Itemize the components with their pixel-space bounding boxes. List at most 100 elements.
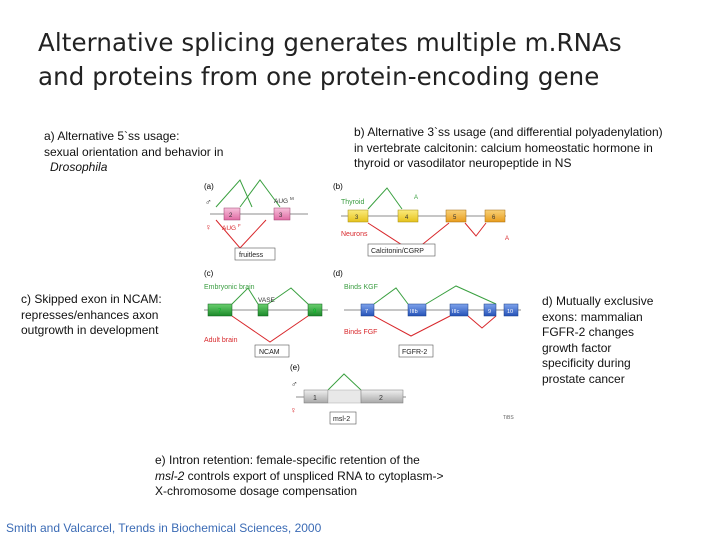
exon-vase bbox=[257, 303, 269, 317]
exon-4 bbox=[397, 209, 419, 223]
exon-iiic bbox=[449, 303, 469, 317]
female-symbol-icon: ♀ bbox=[290, 405, 297, 415]
caption-c-line: outgrowth in development bbox=[21, 323, 159, 337]
exon-label: 9 bbox=[313, 309, 317, 315]
exon-label: 4 bbox=[405, 215, 409, 221]
caption-d-line: FGFR-2 changes bbox=[542, 325, 635, 339]
exon-label: 1 bbox=[313, 395, 317, 402]
panel-c-tag: (c) bbox=[204, 269, 214, 278]
male-splice-path bbox=[215, 179, 253, 208]
caption-d-line: prostate cancer bbox=[542, 371, 625, 386]
kgf-splice-path bbox=[425, 285, 497, 305]
caption-a: a) Alternative 5`ss usage: sexual orient… bbox=[44, 129, 294, 176]
exon-label: 7 bbox=[365, 309, 368, 315]
aug-m-sup: M bbox=[290, 196, 294, 201]
exon-label: 9 bbox=[488, 309, 491, 315]
journal-mark: TiBS bbox=[503, 415, 514, 421]
exon-label: 3 bbox=[279, 213, 283, 219]
tissue-thyroid: Thyroid bbox=[341, 199, 364, 206]
male-splice-path bbox=[239, 179, 281, 208]
exon-label: IIIc bbox=[452, 309, 460, 315]
gene-box-ncam bbox=[254, 344, 290, 358]
caption-d-line: specificity during bbox=[542, 356, 631, 370]
gene-box-msl2 bbox=[329, 411, 357, 425]
aug-f-sup: F bbox=[238, 223, 241, 228]
panel-a: (a) ♂ ♀ 2 3 AUG M AUG F fruitless bbox=[204, 179, 308, 261]
panel-d-tag: (d) bbox=[333, 269, 343, 278]
exon-6 bbox=[484, 209, 506, 223]
citation: Smith and Valcarcel, Trends in Biochemic… bbox=[6, 521, 322, 535]
caption-b-line: in vertebrate calcitonin: calcium homeos… bbox=[354, 140, 653, 155]
caption-b: b) Alternative 3`ss usage (and different… bbox=[354, 125, 720, 172]
title-line-2: and proteins from one protein-encoding g… bbox=[38, 62, 600, 91]
exon-2 bbox=[223, 207, 241, 221]
tissue-adult-brain: Adult brain bbox=[204, 337, 238, 344]
exon-label: 7 bbox=[218, 309, 222, 315]
aug-f-label: AUG bbox=[222, 225, 236, 232]
exon-label: 2 bbox=[379, 395, 383, 402]
polya-site-thyroid: A bbox=[414, 195, 418, 201]
caption-c-line: represses/enhances axon bbox=[21, 307, 159, 322]
caption-b-line: thyroid or vasodilator neuropeptide in N… bbox=[354, 156, 572, 170]
caption-b-line: b) Alternative 3`ss usage (and different… bbox=[354, 125, 663, 139]
caption-d-line: growth factor bbox=[542, 340, 612, 355]
male-splice-path bbox=[327, 373, 362, 391]
exon-label: IIIb bbox=[410, 309, 418, 315]
gene-name-fruitless: fruitless bbox=[239, 252, 264, 259]
exon-label: 3 bbox=[355, 215, 359, 221]
caption-d-line: d) Mutually exclusive bbox=[542, 294, 654, 308]
gene-name-fgfr2: FGFR-2 bbox=[402, 349, 427, 356]
aug-m-label: AUG bbox=[274, 198, 288, 205]
male-symbol-icon: ♂ bbox=[205, 197, 212, 207]
caption-e-text: controls export of unspliced RNA to cyto… bbox=[184, 468, 444, 483]
slide-title: Alternative splicing generates multiple … bbox=[38, 26, 698, 94]
caption-e-line: msl-2 controls export of unspliced RNA t… bbox=[155, 469, 535, 485]
binds-fgf: Binds FGF bbox=[344, 329, 377, 336]
tissue-embryonic-brain: Embryonic brain bbox=[204, 284, 255, 291]
kgf-splice-path bbox=[373, 287, 409, 305]
caption-e-gene: msl-2 bbox=[155, 468, 185, 483]
exon-9 bbox=[307, 303, 323, 317]
caption-a-species: Drosophila bbox=[50, 160, 108, 174]
exon-10 bbox=[503, 303, 519, 317]
exon-5 bbox=[445, 209, 467, 223]
gene-name-msl2: msl-2 bbox=[333, 416, 350, 423]
embryonic-splice-path bbox=[267, 287, 309, 305]
panel-a-tag: (a) bbox=[204, 182, 214, 191]
exon-7 bbox=[360, 303, 375, 317]
gene-name-ncam: NCAM bbox=[259, 349, 280, 356]
polya-site-neurons: A bbox=[505, 236, 509, 242]
fgf-splice-path bbox=[373, 315, 451, 337]
female-symbol-icon: ♀ bbox=[205, 222, 212, 232]
neuron-splice-path bbox=[464, 222, 487, 237]
exon-label: 6 bbox=[492, 215, 496, 221]
vase-label: VASE bbox=[258, 297, 276, 304]
fgf-splice-path bbox=[467, 315, 497, 329]
caption-c-line: c) Skipped exon in NCAM: bbox=[21, 292, 162, 306]
embryonic-splice-path bbox=[231, 287, 259, 305]
exon-7 bbox=[207, 303, 233, 317]
exon-2 bbox=[360, 389, 404, 404]
exon-label: 2 bbox=[229, 213, 233, 219]
panel-e: (e) ♂ ♀ 1 2 msl-2 TiBS bbox=[290, 363, 514, 425]
caption-d: d) Mutually exclusive exons: mammalian F… bbox=[542, 294, 692, 387]
exon-label: 10 bbox=[507, 309, 513, 315]
caption-c: c) Skipped exon in NCAM: represses/enhan… bbox=[21, 292, 201, 339]
exon-iiib bbox=[407, 303, 427, 317]
panel-b: (b) Thyroid Neurons 3 4 5 6 A A Calciton… bbox=[333, 182, 509, 257]
retained-intron bbox=[327, 389, 362, 404]
panel-d: (d) Binds KGF Binds FGF 7 IIIb IIIc 9 10… bbox=[333, 269, 521, 358]
binds-kgf: Binds KGF bbox=[344, 284, 378, 291]
caption-a-line: sexual orientation and behavior in bbox=[44, 144, 224, 159]
splicing-figure: (a) ♂ ♀ 2 3 AUG M AUG F fruitless (b) Th… bbox=[204, 179, 521, 425]
title-line-1: Alternative splicing generates multiple … bbox=[38, 28, 622, 57]
tissue-neurons: Neurons bbox=[341, 231, 368, 238]
male-symbol-icon: ♂ bbox=[291, 379, 298, 389]
exon-3 bbox=[273, 207, 291, 221]
thyroid-splice-path bbox=[367, 187, 403, 210]
gene-box-fruitless bbox=[234, 247, 276, 261]
gene-box-fgfr2 bbox=[398, 344, 434, 358]
caption-e-line: X-chromosome dosage compensation bbox=[155, 484, 358, 498]
caption-d-line: exons: mammalian bbox=[542, 309, 643, 324]
gene-box-calcitonin bbox=[367, 243, 436, 257]
